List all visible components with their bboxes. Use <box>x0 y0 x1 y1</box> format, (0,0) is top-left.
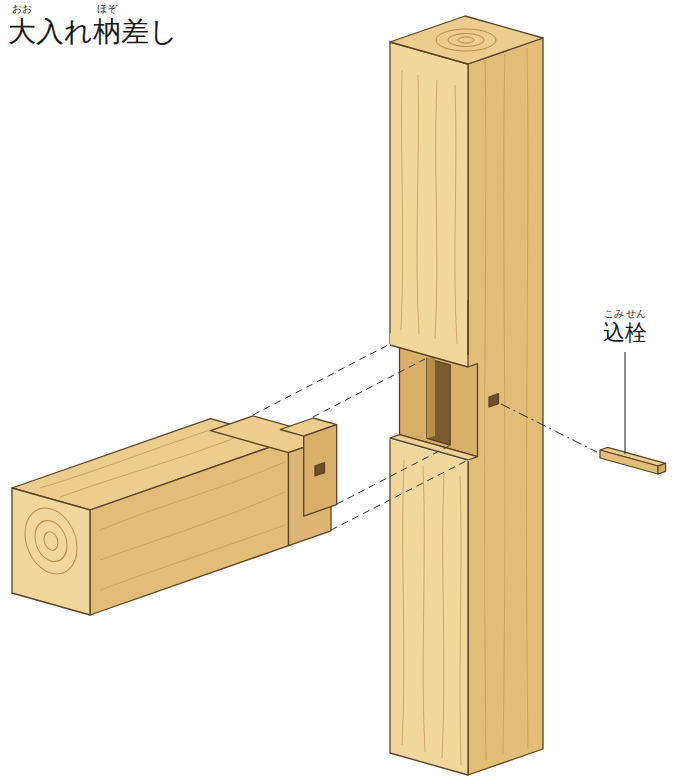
guide-line <box>253 345 388 415</box>
wood-grain <box>401 70 403 330</box>
growth-ring <box>35 516 67 565</box>
guide-line <box>331 461 466 530</box>
pin <box>600 447 666 474</box>
wood-grain <box>60 432 250 497</box>
mortise-inner-wall <box>427 356 435 438</box>
pin-hole <box>489 394 499 407</box>
pin-hole <box>315 463 325 476</box>
furigana: せん <box>626 309 646 319</box>
wood-grain <box>442 472 444 758</box>
part-name: 込栓 <box>603 322 647 344</box>
guide-line <box>313 359 425 417</box>
guide-line <box>337 446 449 504</box>
growth-ring <box>436 29 496 51</box>
post-front-face <box>390 333 468 367</box>
wood-grain <box>485 60 486 760</box>
growth-ring <box>25 502 77 581</box>
wood-grain <box>460 476 461 765</box>
wood-grain <box>40 430 210 488</box>
wood-grain <box>527 48 528 748</box>
wood-grain <box>100 525 285 590</box>
wood-grain <box>402 460 404 745</box>
end-grain <box>436 29 496 51</box>
wood-grain <box>417 75 419 334</box>
wood-grain <box>100 492 285 560</box>
pin-end-face <box>658 463 666 474</box>
pin-guide-line <box>501 404 597 452</box>
cut-edge <box>390 345 478 367</box>
growth-ring <box>448 34 484 47</box>
wood-grain <box>455 85 457 344</box>
end-grain <box>25 502 77 581</box>
beam <box>12 416 337 615</box>
assembly-guide <box>253 345 466 530</box>
wood-grain <box>100 462 285 530</box>
wood-grain <box>435 80 437 339</box>
pin-front-face <box>600 450 658 474</box>
furigana: こみ <box>604 309 624 319</box>
tenon-side-face <box>304 425 337 516</box>
post <box>390 16 543 775</box>
wood-grain <box>40 430 285 590</box>
title: 大入れ枘差し <box>8 18 178 46</box>
growth-ring <box>44 530 58 552</box>
beam-end-face <box>12 488 90 615</box>
growth-ring <box>458 37 474 43</box>
furigana: ほぞ <box>97 4 117 14</box>
post-corner-edge <box>467 300 468 367</box>
leader-line <box>625 352 626 454</box>
beam-side-face <box>90 441 289 615</box>
furigana: おお <box>12 4 32 14</box>
wood-grain <box>423 466 425 752</box>
wood-grain <box>503 54 505 754</box>
post-top-face <box>390 16 543 64</box>
